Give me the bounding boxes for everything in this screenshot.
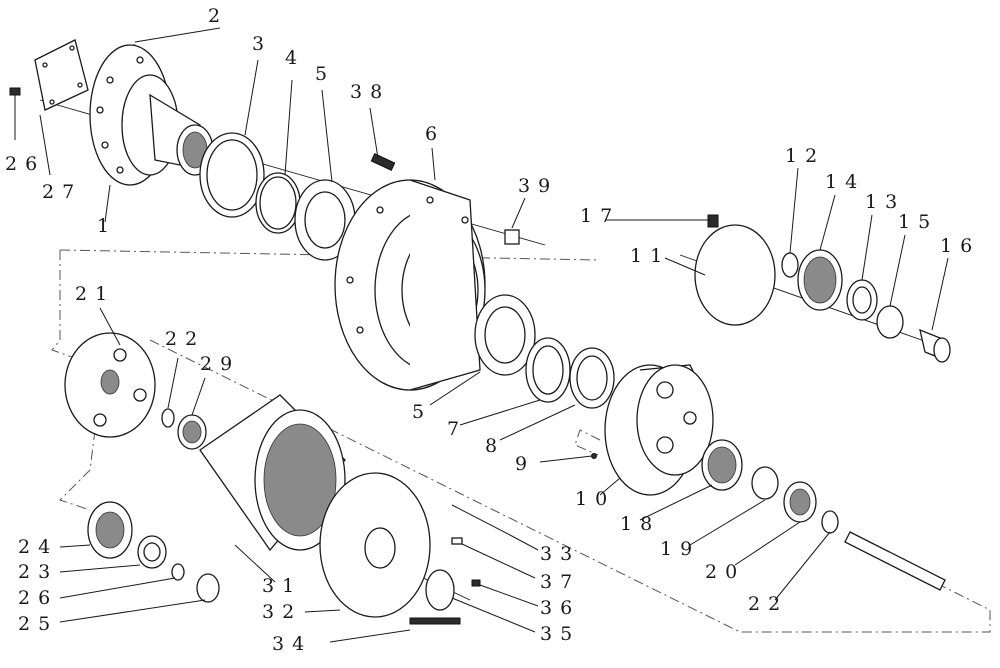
leader-lines: [39, 27, 949, 643]
callout-29: 29: [200, 353, 240, 375]
callout-15: 15: [898, 211, 938, 233]
spindle-flange: [89, 44, 214, 186]
gear-14: [797, 249, 843, 311]
callout-12: 12: [785, 145, 825, 167]
stud-38: [370, 153, 396, 171]
callout-37: 37: [540, 571, 580, 593]
callout-38: 38: [350, 81, 390, 103]
callout-25: 25: [18, 613, 58, 635]
callout-26-lower: 26: [18, 587, 58, 609]
circlip-25: [196, 573, 220, 603]
sun-gear-18: [701, 439, 743, 491]
seal-3: [199, 132, 265, 218]
callout-14: 14: [825, 171, 865, 193]
ring-4: [255, 172, 301, 234]
nut-39: [504, 229, 520, 245]
callout-7: 7: [447, 418, 467, 440]
callout-3: 3: [252, 33, 272, 55]
bolt-33: [451, 504, 511, 536]
callout-22-left: 22: [165, 328, 205, 350]
plug-36: [471, 579, 481, 587]
gear-24: [87, 501, 133, 559]
circlip-19: [751, 466, 779, 500]
planet-carrier-10: [604, 364, 714, 496]
circlip-22-right: [821, 510, 839, 534]
callout-10: 10: [575, 488, 615, 510]
callout-19: 19: [660, 538, 700, 560]
callout-39: 39: [518, 175, 558, 197]
nut-8: [569, 347, 615, 409]
callout-17: 17: [580, 205, 620, 227]
callout-2: 2: [208, 5, 228, 27]
gear-29: [177, 414, 207, 450]
callout-18: 18: [620, 513, 660, 535]
callout-32: 32: [262, 601, 302, 623]
circlip-22-left: [161, 408, 175, 428]
callout-31: 31: [262, 575, 302, 597]
callout-8: 8: [485, 435, 505, 457]
callout-27: 27: [42, 181, 82, 203]
pin-37: [451, 537, 463, 545]
cap-35: [425, 569, 455, 611]
callout-35: 35: [540, 623, 580, 645]
callout-36: 36: [540, 597, 580, 619]
lock-washer-7: [525, 337, 571, 403]
cover-32: [319, 472, 431, 618]
callout-11: 11: [630, 245, 670, 267]
screw-26: [9, 87, 21, 140]
callout-5-upper: 5: [315, 63, 335, 85]
callout-22-right: 22: [748, 593, 788, 615]
bearing-5-upper: [294, 179, 356, 261]
callout-26-upper: 26: [5, 153, 45, 175]
callout-34: 34: [272, 633, 312, 655]
callout-1: 1: [97, 215, 117, 237]
circlip-26-lower: [171, 563, 185, 581]
callout-labels: 2 3 4 5 38 6 39 26 27 1 12 14 13 15 17 1…: [5, 5, 980, 655]
hub-6: [334, 179, 486, 391]
pin-9: [591, 453, 597, 459]
callout-9: 9: [515, 453, 535, 475]
disc-11: [694, 224, 776, 326]
callout-16: 16: [940, 235, 980, 257]
screw-17: [707, 214, 719, 228]
bearing-5-lower: [474, 294, 536, 376]
circlip-12: [781, 252, 799, 278]
callout-24: 24: [18, 536, 58, 558]
stud-34: [409, 617, 461, 625]
plug-16: [919, 328, 951, 363]
gear-20: [783, 481, 817, 523]
callout-13: 13: [865, 191, 905, 213]
callout-5-lower: 5: [412, 401, 432, 423]
cover-plate: [34, 39, 89, 111]
bearing-23: [137, 535, 167, 569]
callout-23: 23: [18, 561, 58, 583]
callout-21: 21: [75, 283, 115, 305]
carrier-plate-21: [64, 332, 156, 438]
callout-6: 6: [425, 123, 445, 145]
bearing-13: [846, 279, 878, 321]
callout-20: 20: [705, 561, 745, 583]
drive-shaft: [844, 531, 946, 591]
callout-33: 33: [540, 543, 580, 565]
callout-4: 4: [285, 47, 305, 69]
circlip-15: [876, 305, 904, 339]
ring-gear-31: [199, 394, 346, 552]
